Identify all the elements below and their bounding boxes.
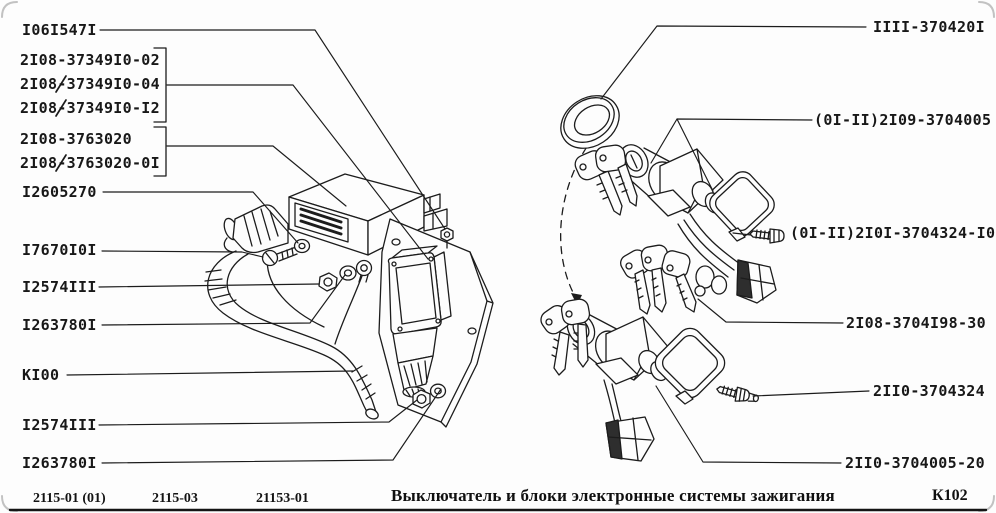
sheet-code: К102 <box>932 487 968 504</box>
part-label-2110-3704005-20: 2II0-3704005-20 <box>845 454 985 472</box>
part-label-17670101: I7670I0I <box>22 241 97 259</box>
upper-harness-connector-drawing <box>736 259 777 304</box>
key-drawing <box>540 305 571 376</box>
part-label-2110-3704324: 2II0-3704324 <box>873 382 985 400</box>
part-label-2108-3763020: 2I08-3763020 <box>20 130 132 148</box>
part-label-2109-3704005: (0I-II)2I09-3704005 <box>814 111 992 129</box>
nut-drawing-1061547 <box>440 227 454 249</box>
part-label-12637801-b: I263780I <box>22 454 97 472</box>
lower-harness-drawing <box>603 379 622 424</box>
commutator-drawing <box>387 245 452 398</box>
page-title: Выключатель и блоки электронные системы … <box>391 486 835 505</box>
wiring-harness-drawing <box>204 250 379 420</box>
washer-drawing-12637801-b <box>429 383 447 399</box>
part-label-2108-3763020-01: 2I08-3763020-0I <box>20 154 160 172</box>
part-label-2108-3734910-04: 2I08-37349I0-04 <box>20 75 160 93</box>
part-label-2108-3704198-30: 2I08-3704I98-30 <box>846 314 986 332</box>
screw-drawing-2110-3704324 <box>716 385 759 403</box>
key-drawing <box>560 298 591 368</box>
part-label-12605270: I2605270 <box>22 183 97 201</box>
group-bracket-control-unit <box>153 126 167 177</box>
upper-ignition-switch-drawing <box>619 144 724 217</box>
leader-lines <box>66 25 870 464</box>
part-label-k100: KI00 <box>22 366 60 384</box>
part-label-1061547: I06I547I <box>22 21 97 39</box>
variant-code-21153-01: 21153-01 <box>256 491 309 506</box>
key-drawing <box>594 144 638 207</box>
screw-drawing-2101-3704324 <box>749 228 785 244</box>
part-label-2108-3734910-02: 2I08-37349I0-02 <box>20 51 160 69</box>
part-label-12574111-b: I2574III <box>22 416 97 434</box>
nut-drawing-12574111-b <box>412 389 431 409</box>
variant-code-2115-01: 2115-01 (01) <box>33 491 106 506</box>
variant-code-2115-03: 2115-03 <box>152 491 198 506</box>
ring-terminal-drawing <box>355 259 373 283</box>
group-bracket-commutator <box>153 47 167 123</box>
part-label-12637801-a: I263780I <box>22 316 97 334</box>
lower-harness-connector-drawing <box>605 416 655 462</box>
part-label-2108-3734910-12: 2I08-37349I0-I2 <box>20 99 160 117</box>
control-unit-drawing <box>288 173 448 256</box>
screw-drawing-17670101 <box>261 246 298 267</box>
superseded-slash-marks <box>55 75 67 172</box>
harness-connector-drawing <box>223 204 289 254</box>
part-label-2101-3704324-10: (0I-II)2I0I-3704324-I0 <box>790 224 996 242</box>
upper-cover-plate-drawing <box>709 171 775 242</box>
nut-drawing-12574111-a <box>318 272 338 292</box>
lower-cover-plate-drawing <box>654 327 726 405</box>
bezel-ring-drawing <box>560 95 620 149</box>
part-label-1111-3704201: IIII-370420I <box>873 18 985 36</box>
key-drawing <box>661 250 697 313</box>
part-label-12574111-a: I2574III <box>22 278 97 296</box>
upper-harness-drawing <box>677 213 741 297</box>
